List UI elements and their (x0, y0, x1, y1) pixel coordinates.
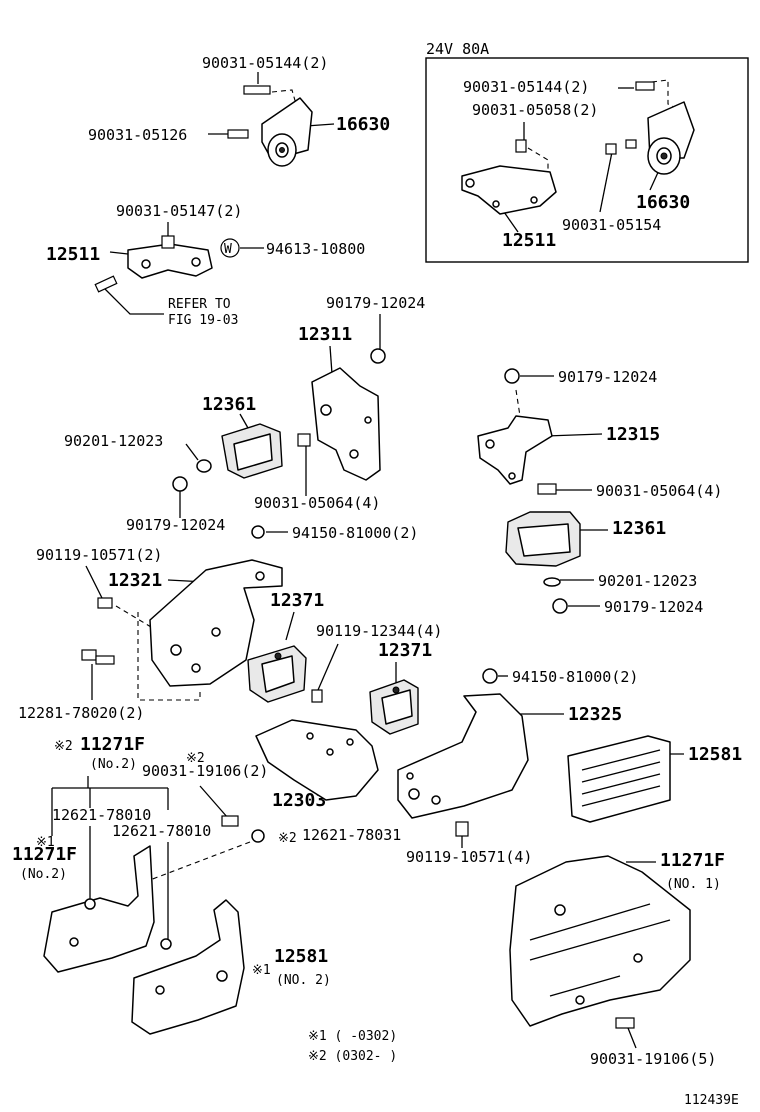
label-shield-right: 11271F (660, 850, 725, 871)
label-hanger-12511: 12511 (46, 244, 100, 265)
nut-top-icon (370, 348, 386, 364)
label-nut-12024-left: 90179-12024 (126, 516, 225, 534)
nut-81000-left-icon (251, 525, 265, 539)
label-shield-right-sub: (NO. 1) (666, 877, 721, 892)
label-nut-top: 90179-12024 (326, 294, 425, 312)
nut-12024-right-icon (504, 368, 520, 384)
label-member-12303: 12303 (272, 790, 326, 811)
cover-12581-right-icon (567, 735, 671, 823)
label-washer-12023-right: 90201-12023 (598, 572, 697, 590)
mark-clip-78031: ※2 (278, 831, 297, 846)
label-bolt-12344: 90119-12344(4) (316, 622, 442, 640)
label-bracket-12311: 12311 (298, 324, 352, 345)
label-top-bolt-1: 90031-05144(2) (202, 54, 328, 72)
bolt-78020-icon (81, 649, 115, 665)
label-bolt-05064-right: 90031-05064(4) (596, 482, 722, 500)
figure-id: 112439E (684, 1093, 739, 1108)
label-bolt-10571-left: 90119-10571(2) (36, 546, 162, 564)
bolt-10571-left-icon (97, 597, 113, 609)
insul-12361-right-icon (505, 511, 581, 567)
label-bolt-19106-right: 90031-19106(5) (590, 1050, 716, 1068)
shield-11271f-no1-icon (509, 855, 691, 1027)
cover-12581-no2-icon (131, 899, 245, 1035)
insul-12371-right-icon (369, 679, 419, 735)
label-insul-12371-left: 12371 (270, 590, 324, 611)
nut-12024-right2-icon (552, 598, 568, 614)
bracket-12315-icon (477, 389, 553, 485)
label-nut-12024-right: 90179-12024 (558, 368, 657, 386)
inset-bracket-icon (461, 165, 557, 215)
insul-12361-left-icon (221, 423, 283, 479)
label-inset-bracket: 12511 (502, 230, 556, 251)
mark-bolt-19106: ※2 (186, 751, 205, 766)
member-12303-icon (255, 719, 379, 801)
footnote-1: ※1 ( -0302) (308, 1029, 397, 1044)
inset-pulley-icon (647, 101, 695, 175)
label-shield-left2: 11271F (12, 844, 77, 865)
bolt-19106-icon (221, 815, 239, 827)
label-bolt-78020: 12281-78020(2) (18, 704, 144, 722)
shield-11271f-no2-icon (43, 845, 172, 973)
member-12325-icon (397, 693, 529, 819)
label-clip-78010-b: 12621-78010 (112, 822, 211, 840)
label-bolt-19106: 90031-19106(2) (142, 762, 268, 780)
label-clip-78031: 12621-78031 (302, 826, 401, 844)
hanger-12511-icon (94, 235, 213, 293)
label-inset-pulley: 16630 (636, 192, 690, 213)
washer-w-icon: W (220, 238, 240, 258)
mark-shield-left: ※2 (54, 739, 73, 754)
label-cover-12581-no2-sub: (NO. 2) (276, 973, 331, 988)
washer-mark: W (224, 242, 232, 257)
label-insul-12371-right: 12371 (378, 640, 432, 661)
label-top-bolt-2: 90031-05126 (88, 126, 187, 144)
member-12321-icon (149, 559, 283, 687)
label-washer-12023-left: 90201-12023 (64, 432, 163, 450)
top-pulley-icon (261, 97, 313, 167)
bolt-05064-right-icon (537, 483, 557, 495)
label-washer-note: 94613-10800 (266, 240, 365, 258)
inset-24v-80a: 24V 80A 90031-05144(2) 90031-05058(2) 12… (425, 40, 749, 263)
label-bracket-12315: 12315 (606, 424, 660, 445)
label-insul-12361-left: 12361 (202, 394, 256, 415)
bolt-12344-icon (311, 689, 323, 703)
clip-78031-icon (251, 829, 265, 843)
washer-12023-left-icon (196, 459, 212, 473)
label-nut-12024-right2: 90179-12024 (604, 598, 703, 616)
washer-12023-right-icon (543, 577, 561, 587)
bolt-10571-right-icon (455, 821, 469, 837)
label-top-pulley: 16630 (336, 114, 390, 135)
bracket-12311-icon (311, 367, 381, 481)
label-clip-78010-a: 12621-78010 (52, 806, 151, 824)
label-inset-bolt-a: 90031-05144(2) (463, 78, 589, 96)
label-bolt-10571-right: 90119-10571(4) (406, 848, 532, 866)
label-shield-left2-sub: (No.2) (20, 867, 67, 882)
top-bolt-icon (227, 85, 271, 139)
label-refer-2: FIG 19-03 (168, 313, 238, 328)
label-nut-81000-left: 94150-81000(2) (292, 524, 418, 542)
label-shield-left-sub: (No.2) (90, 757, 137, 772)
bolt-05064-left-icon (297, 433, 311, 447)
insul-12371-left-icon (247, 645, 307, 703)
label-cover-12581-right: 12581 (688, 744, 742, 765)
nut-12024-left-icon (172, 476, 188, 492)
label-bolt-05064-left: 90031-05064(4) (254, 494, 380, 512)
label-cover-12581-no2: 12581 (274, 946, 328, 967)
label-refer-1: REFER TO (168, 297, 231, 312)
label-inset-bolt-b: 90031-05058(2) (472, 101, 598, 119)
label-inset-bolt-c: 90031-05154 (562, 216, 661, 234)
bolt-19106-right-icon (615, 1017, 635, 1029)
footnote-2: ※2 (0302- ) (308, 1049, 397, 1064)
inset-bolt-icon (515, 81, 655, 155)
label-member-12325: 12325 (568, 704, 622, 725)
label-member-12321: 12321 (108, 570, 162, 591)
label-shield-left: 11271F (80, 734, 145, 755)
mark-shield-left2: ※1 (36, 835, 55, 850)
nut-81000-right-icon (482, 668, 498, 684)
inset-title: 24V 80A (426, 40, 489, 58)
label-nut-81000-right: 94150-81000(2) (512, 668, 638, 686)
mark-cover-12581-no2: ※1 (252, 963, 271, 978)
label-bolt-05147: 90031-05147(2) (116, 202, 242, 220)
label-insul-12361-right: 12361 (612, 518, 666, 539)
